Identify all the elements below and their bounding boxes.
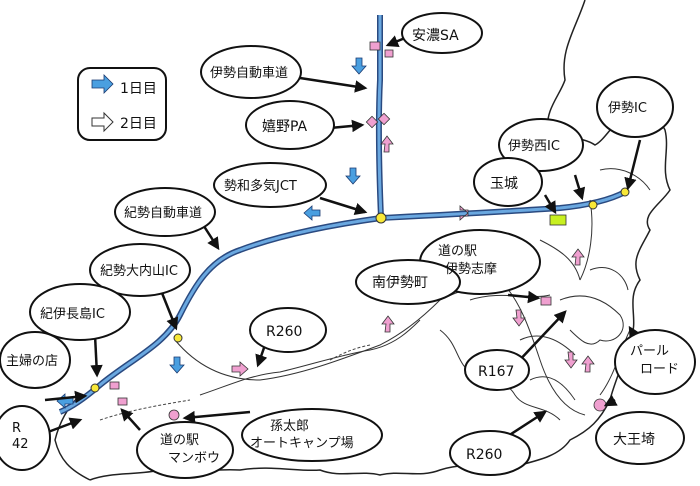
bubbles xyxy=(0,12,696,479)
bubble-anno-sa xyxy=(401,12,483,54)
label-camp: 孫太郎 オートキャンプ場 xyxy=(250,419,354,451)
bubble-shufu-no-mise xyxy=(0,331,71,389)
bubble-ise-expressway xyxy=(200,45,302,99)
bubble-kii-nagashima-ic xyxy=(29,283,131,341)
ic-node-ise-nishi xyxy=(588,200,598,210)
label-ise-ic: 伊勢IC xyxy=(608,101,647,116)
ic-node-kii-nagashima xyxy=(90,383,100,393)
label-ise-expressway: 伊勢自動車道 xyxy=(210,66,288,81)
ic-node-kisei-odai xyxy=(173,333,183,343)
label-minami-ise: 南伊勢町 xyxy=(372,275,428,291)
label-tamaru: 玉城 xyxy=(490,176,518,192)
labels: 安濃SA 伊勢自動車道 嬉野PA 勢和多気JCT 紀勢自動車道 紀勢大内山IC … xyxy=(6,28,679,466)
bubble-kisei-odai-ic xyxy=(89,243,191,297)
bubble-tamaru xyxy=(473,157,543,207)
bubble-r42 xyxy=(0,405,51,471)
label-r260-south: R260 xyxy=(466,447,502,463)
legend-day1-label: 1日目 xyxy=(120,81,157,97)
jct-node xyxy=(375,212,387,224)
michi-no-eki-ise-shima-marker xyxy=(540,296,552,306)
label-pearl-road: パール ロード xyxy=(630,344,679,377)
manbou-marker xyxy=(109,381,120,390)
coast-fringe xyxy=(99,344,371,421)
label-r167: R167 xyxy=(478,364,514,380)
label-kisei-expressway: 紀勢自動車道 xyxy=(124,206,202,221)
label-seiwa-taki-jct: 勢和多気JCT xyxy=(224,178,297,194)
label-r260-west: R260 xyxy=(266,324,302,340)
bubble-minami-ise xyxy=(355,259,461,305)
bubble-ise-nishi-ic xyxy=(498,118,584,172)
daiosaki-marker xyxy=(593,398,607,412)
label-daiosaki: 大王埼 xyxy=(613,432,655,448)
label-ise-nishi-ic: 伊勢西IC xyxy=(508,139,560,154)
day2-arrows xyxy=(231,135,595,377)
pink-markers xyxy=(109,41,607,421)
label-r42-l2: 42 xyxy=(12,437,29,452)
bubble-daiosaki xyxy=(595,411,685,465)
label-shufu-no-mise: 主婦の店 xyxy=(6,353,58,369)
local-roads xyxy=(174,199,631,416)
bubble-ise-ic xyxy=(596,76,674,138)
ic-node-ise xyxy=(620,187,630,197)
inlets xyxy=(199,168,651,421)
bubble-r260-west xyxy=(249,307,327,353)
bubble-seiwa-taki-jct xyxy=(213,162,327,208)
ic-nodes xyxy=(90,187,630,393)
bubble-kisei-expressway xyxy=(114,187,216,237)
pa-marker xyxy=(365,115,379,129)
label-kii-nagashima-ic: 紀伊長島IC xyxy=(40,307,105,322)
sa-marker xyxy=(369,41,381,51)
label-anno-sa: 安濃SA xyxy=(412,28,459,44)
label-kisei-odai-ic: 紀勢大内山IC xyxy=(100,263,178,279)
bubble-r167 xyxy=(464,349,530,391)
label-r42: R 42 xyxy=(12,421,29,452)
bubble-iseno-pa xyxy=(245,100,335,150)
label-ise-shima: 道の駅 伊勢志摩 xyxy=(438,244,497,277)
label-iseno-pa: 嬉野PA xyxy=(262,119,308,135)
label-r42-l1: R xyxy=(12,421,21,436)
legend: 1日目 2日目 xyxy=(77,67,167,141)
bubble-manbou xyxy=(136,421,234,479)
label-manbou: 道の駅 マンボウ xyxy=(160,433,220,466)
camp-marker xyxy=(168,409,180,421)
bubble-camp xyxy=(241,408,383,462)
legend-day2-arrow-icon xyxy=(91,111,114,133)
green-marker xyxy=(549,214,567,226)
legend-day1-arrow-icon xyxy=(91,74,114,94)
legend-day2-label: 2日目 xyxy=(120,116,157,132)
bubble-r260-south xyxy=(449,430,531,476)
bubble-pearl-road xyxy=(614,329,696,395)
